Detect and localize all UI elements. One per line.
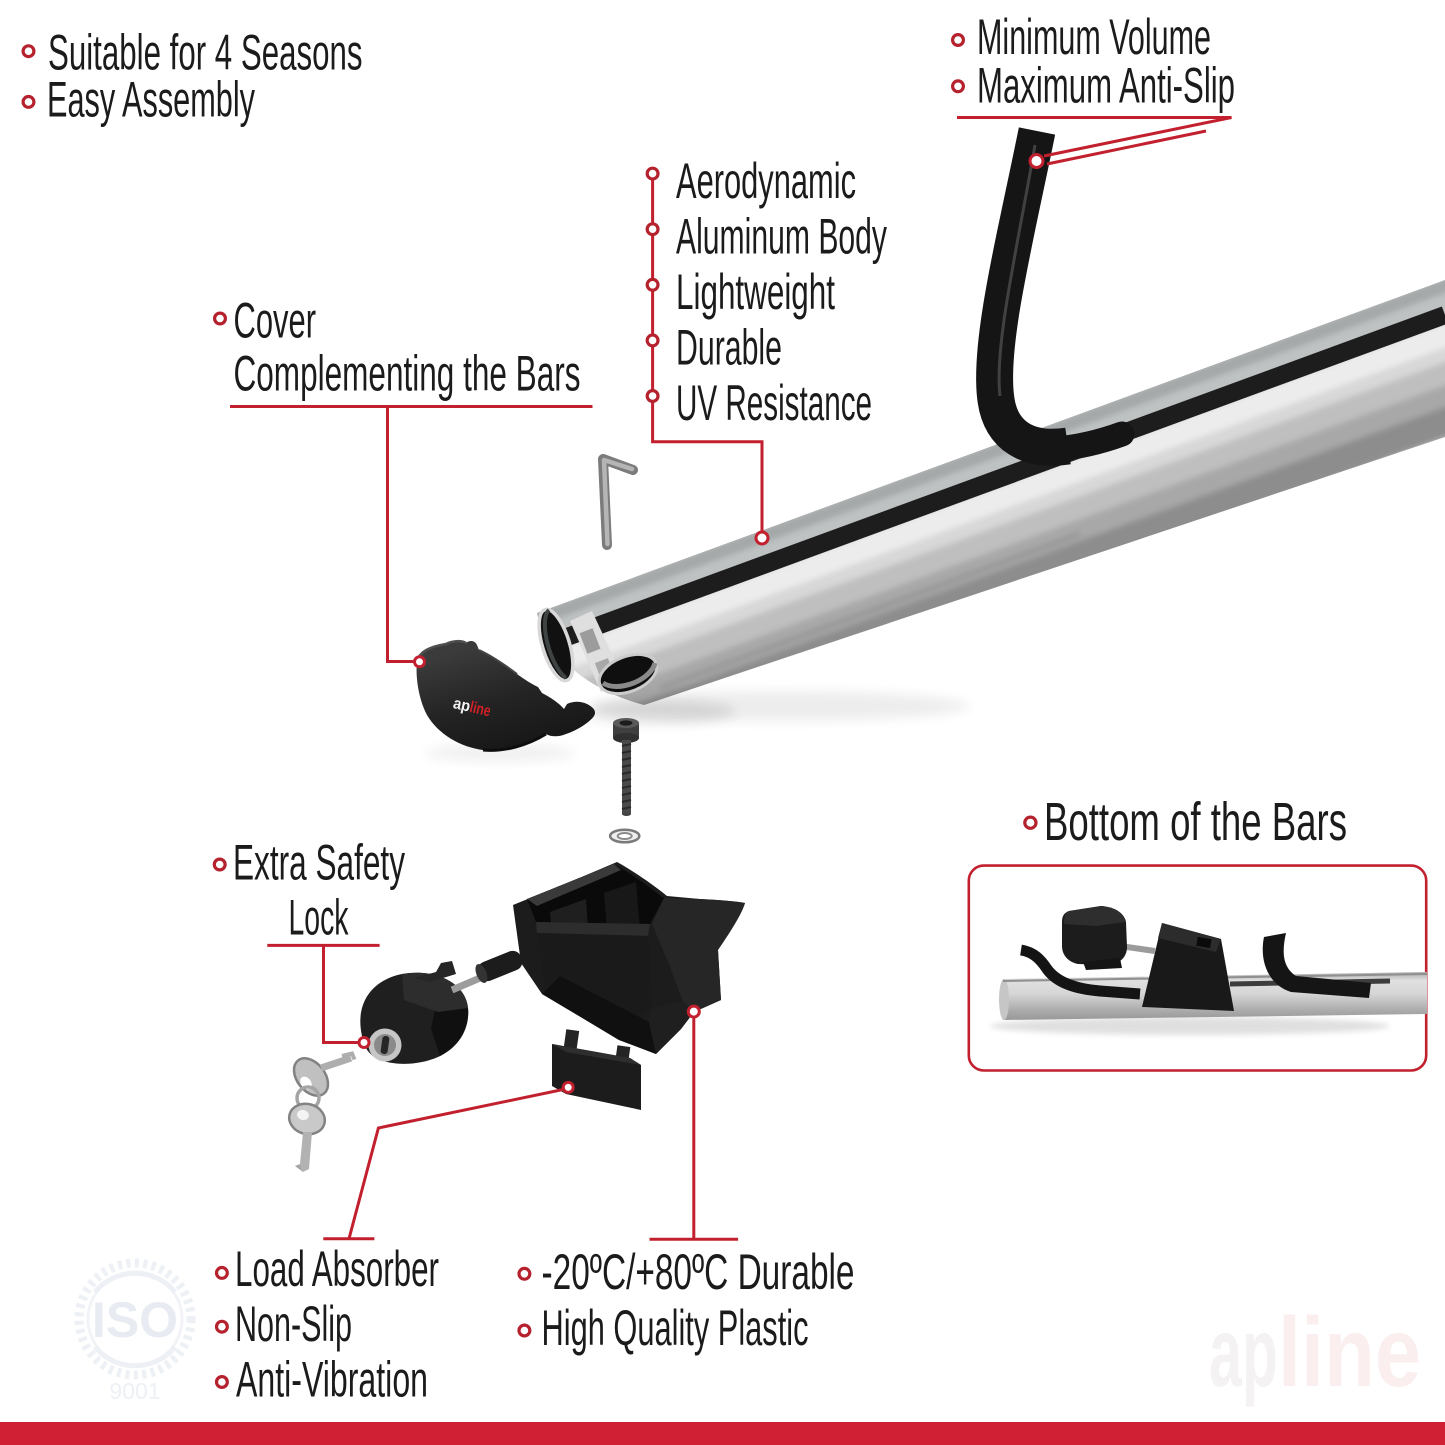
svg-text:Aerodynamic: Aerodynamic [676,153,856,209]
svg-text:ap: ap [1209,1297,1278,1407]
svg-text:9001: 9001 [109,1378,160,1404]
svg-text:Suitable for 4 Seasons: Suitable for 4 Seasons [48,25,363,81]
svg-text:Cover: Cover [234,293,317,349]
svg-text:Easy Assembly: Easy Assembly [47,72,255,128]
svg-text:Bottom of the Bars: Bottom of the Bars [1044,792,1347,852]
svg-text:Load Absorber: Load Absorber [235,1241,439,1297]
svg-text:High Quality Plastic: High Quality Plastic [542,1300,809,1356]
svg-text:ap: ap [451,695,472,715]
svg-text:Extra Safety: Extra Safety [233,835,405,891]
svg-text:-20ºC/+80ºC Durable: -20ºC/+80ºC Durable [542,1244,855,1300]
svg-text:Lightweight: Lightweight [676,264,835,320]
svg-text:Maximum Anti-Slip: Maximum Anti-Slip [977,57,1235,113]
svg-text:Complementing the Bars: Complementing the Bars [234,346,581,402]
svg-text:Non-Slip: Non-Slip [235,1296,352,1352]
svg-text:line: line [1278,1297,1421,1407]
svg-text:UV Resistance: UV Resistance [676,375,872,431]
svg-text:line: line [468,699,492,720]
svg-text:Lock: Lock [289,890,350,946]
svg-text:ISO: ISO [92,1292,178,1348]
svg-text:Aluminum Body: Aluminum Body [676,209,887,265]
svg-text:Minimum Volume: Minimum Volume [977,9,1211,65]
svg-text:Anti-Vibration: Anti-Vibration [236,1352,428,1408]
svg-text:Durable: Durable [676,320,782,376]
